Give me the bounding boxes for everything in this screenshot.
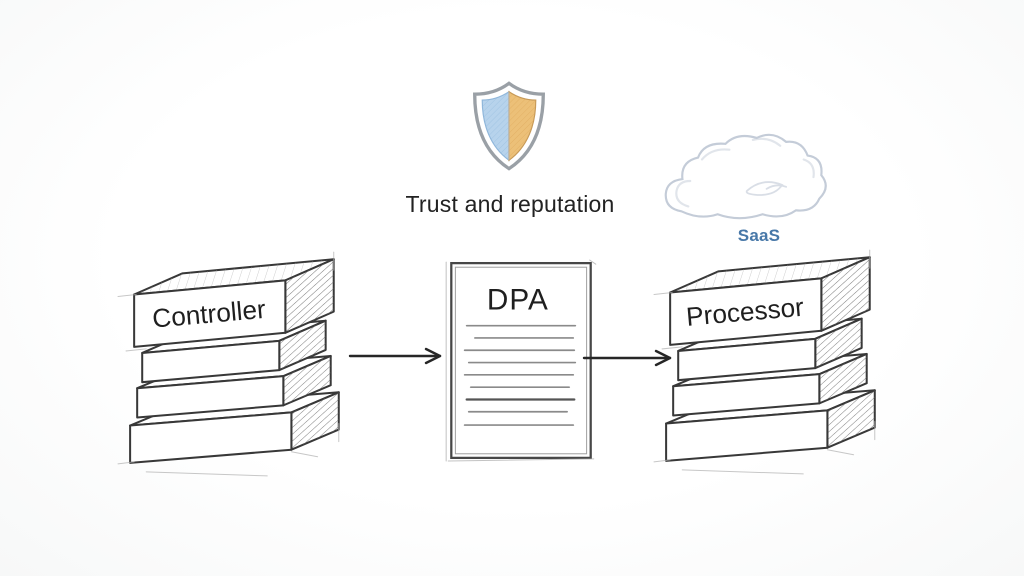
box-side-hatch bbox=[291, 392, 339, 450]
box-front bbox=[129, 411, 293, 464]
processor-stack-illustration: Processor bbox=[653, 249, 876, 475]
box-front bbox=[672, 373, 821, 417]
box-side-hatch bbox=[815, 318, 862, 369]
dpa-label: DPA bbox=[487, 283, 549, 316]
box-side-hatch bbox=[827, 390, 875, 448]
dpa-document-illustration: DPA bbox=[445, 259, 597, 462]
shield-right-hatch bbox=[509, 91, 536, 161]
box-side-hatch bbox=[821, 257, 870, 331]
cloud-echo-stroke bbox=[675, 137, 815, 208]
shield-left-hatch bbox=[482, 91, 509, 161]
controller-stack-illustration: Controller bbox=[117, 251, 340, 477]
box-front bbox=[136, 375, 285, 419]
saas-cloud-icon bbox=[664, 133, 827, 220]
shield-caption: Trust and reputation bbox=[405, 191, 615, 217]
box-front bbox=[665, 409, 829, 462]
flow-arrow-left-icon bbox=[348, 347, 442, 365]
dpa-text-lines bbox=[463, 324, 577, 426]
box-front bbox=[141, 339, 281, 384]
box-top-hatch bbox=[670, 257, 870, 293]
box-top-hatch bbox=[134, 259, 334, 295]
saas-caption: SaaS bbox=[737, 226, 781, 245]
box-side-hatch bbox=[285, 259, 334, 333]
document-border-inner bbox=[454, 266, 588, 455]
sketch-guides bbox=[653, 249, 876, 475]
sketch-guides bbox=[445, 259, 597, 462]
box-side-hatch bbox=[819, 353, 867, 404]
box-side-hatch bbox=[279, 320, 326, 371]
cloud-swirl bbox=[745, 181, 787, 196]
flow-arrow-right-icon bbox=[582, 349, 672, 367]
box-front bbox=[133, 279, 287, 348]
box-side-hatch bbox=[283, 355, 331, 406]
sketch-guides bbox=[117, 251, 340, 477]
cloud-outline bbox=[664, 133, 827, 220]
trust-shield-icon bbox=[473, 81, 545, 171]
box-front bbox=[669, 277, 823, 346]
box-front bbox=[677, 337, 817, 382]
